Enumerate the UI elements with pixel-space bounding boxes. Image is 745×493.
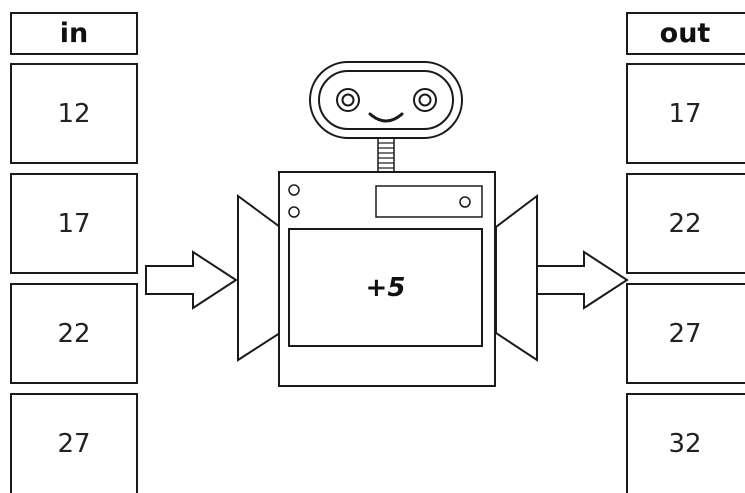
input-arrow [145,250,238,310]
robot-neck [377,137,395,173]
out-value-cell: 32 [626,393,745,493]
machine-rule-label: +5 [365,272,406,303]
output-arrow [536,250,629,310]
robot-body [278,171,496,387]
smile-icon [368,112,404,123]
in-value-cell: 12 [10,63,138,164]
in-column-header: in [10,12,138,55]
in-value-cell: 22 [10,283,138,384]
robot-head [309,61,463,139]
in-value-cell: 27 [10,393,138,493]
output-funnel [495,193,538,362]
input-funnel [237,194,281,362]
out-column-header: out [626,12,745,55]
out-value-cell: 17 [626,63,745,164]
out-value-cell: 27 [626,283,745,384]
out-value-cell: 22 [626,173,745,274]
in-value-cell: 17 [10,173,138,274]
